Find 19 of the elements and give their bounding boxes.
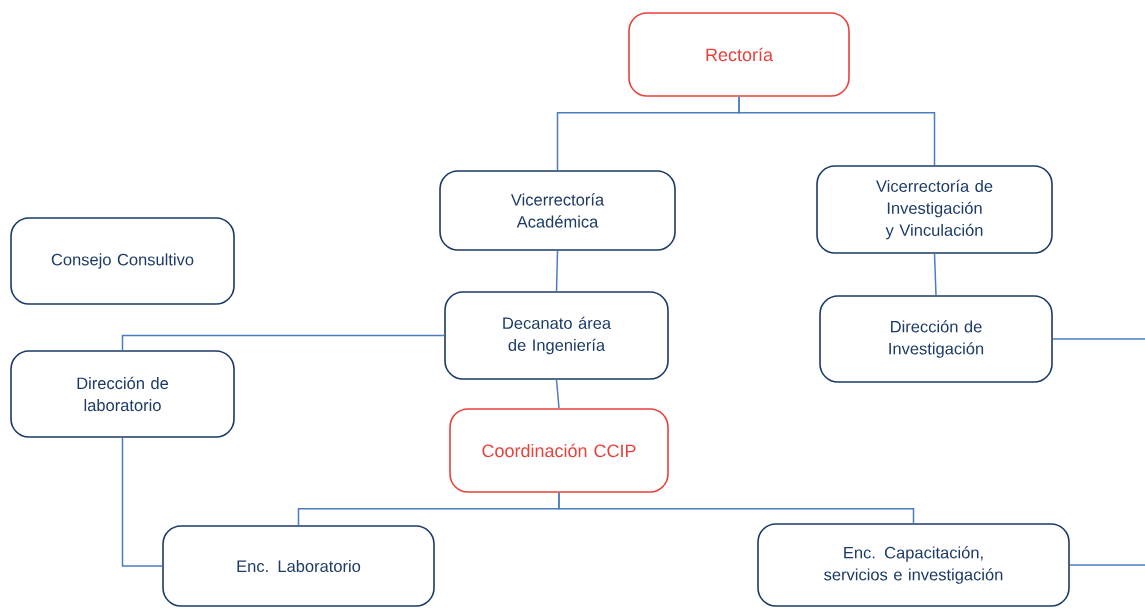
connector-line <box>738 96 936 166</box>
unit-box: Coordinación CCIP <box>449 408 669 493</box>
unit-box: Dirección de laboratorio <box>10 350 235 438</box>
unit-box: Dirección de Investigación <box>819 295 1053 383</box>
unit-box: Decanato área de Ingeniería <box>444 291 669 380</box>
connector-line <box>555 250 559 292</box>
unit-box: Consejo Consultivo <box>10 217 235 305</box>
unit-box: Enc. Capacitación, servicios e investigación <box>757 523 1070 607</box>
unit-box: Enc. Laboratorio <box>162 525 435 607</box>
connector-line <box>1069 564 1145 566</box>
connector-line <box>555 379 560 409</box>
connector-line <box>121 437 163 567</box>
connector-line <box>1052 338 1145 340</box>
unit-box: Rectoría <box>628 12 850 97</box>
connector-line <box>558 492 915 524</box>
connector-line <box>121 334 445 351</box>
unit-box: Vicerrectoría Académica <box>439 170 676 251</box>
unit-box: Vicerrectoría de Investigación y Vinculación <box>816 165 1053 254</box>
connector-line <box>933 253 937 296</box>
